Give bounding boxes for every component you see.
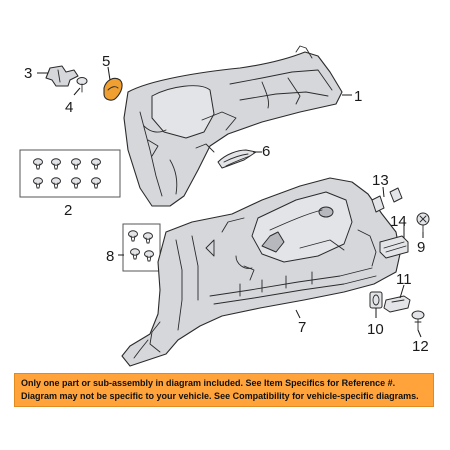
callout-14: 14 xyxy=(390,213,407,230)
clip-9 xyxy=(416,212,430,233)
clip-icon xyxy=(128,230,138,242)
callout-8: 8 xyxy=(106,248,114,265)
clip-3 xyxy=(45,65,88,93)
clip-13 xyxy=(371,187,403,213)
callout-10: 10 xyxy=(367,321,384,338)
callout-12: 12 xyxy=(412,338,429,355)
grommet-10 xyxy=(369,291,383,309)
fastener-icon xyxy=(33,177,43,189)
callout-11: 11 xyxy=(396,271,412,288)
fastener-icon xyxy=(51,177,61,189)
leader-lines xyxy=(37,66,424,338)
upper-quarter-trim-panel xyxy=(123,45,343,207)
disclaimer-line-2: Diagram may not be specific to your vehi… xyxy=(21,391,419,401)
bracket-14 xyxy=(379,235,409,259)
callout-4: 4 xyxy=(65,99,73,116)
clip-icon xyxy=(130,248,140,260)
callout-7: 7 xyxy=(298,319,306,336)
callout-labels: 1 2 3 4 5 6 7 8 9 10 11 12 13 14 xyxy=(24,53,429,355)
callout-2: 2 xyxy=(64,202,72,219)
disclaimer-line-1: Only one part or sub-assembly in diagram… xyxy=(21,378,396,388)
callout-6: 6 xyxy=(262,143,270,160)
callout-1: 1 xyxy=(354,88,362,105)
push-pin-12 xyxy=(411,310,425,331)
fastener-icon xyxy=(91,158,101,170)
clip-icon xyxy=(144,250,154,262)
callout-5: 5 xyxy=(102,53,110,70)
disclaimer-banner: Only one part or sub-assembly in diagram… xyxy=(14,373,434,407)
fastener-icon xyxy=(91,177,101,189)
fastener-icon xyxy=(51,158,61,170)
trim-strip-6 xyxy=(217,149,257,169)
clip-set-8 xyxy=(122,223,161,272)
callout-3: 3 xyxy=(24,65,32,82)
callout-9: 9 xyxy=(417,239,425,256)
fastener-set-2 xyxy=(19,149,121,198)
clip-5-highlighted xyxy=(103,77,123,101)
lower-quarter-trim-panel xyxy=(121,177,401,367)
clip-icon xyxy=(143,232,153,244)
retainer-11 xyxy=(383,295,411,313)
fastener-icon xyxy=(71,177,81,189)
fastener-icon xyxy=(71,158,81,170)
fastener-icon xyxy=(33,158,43,170)
callout-13: 13 xyxy=(372,172,389,189)
